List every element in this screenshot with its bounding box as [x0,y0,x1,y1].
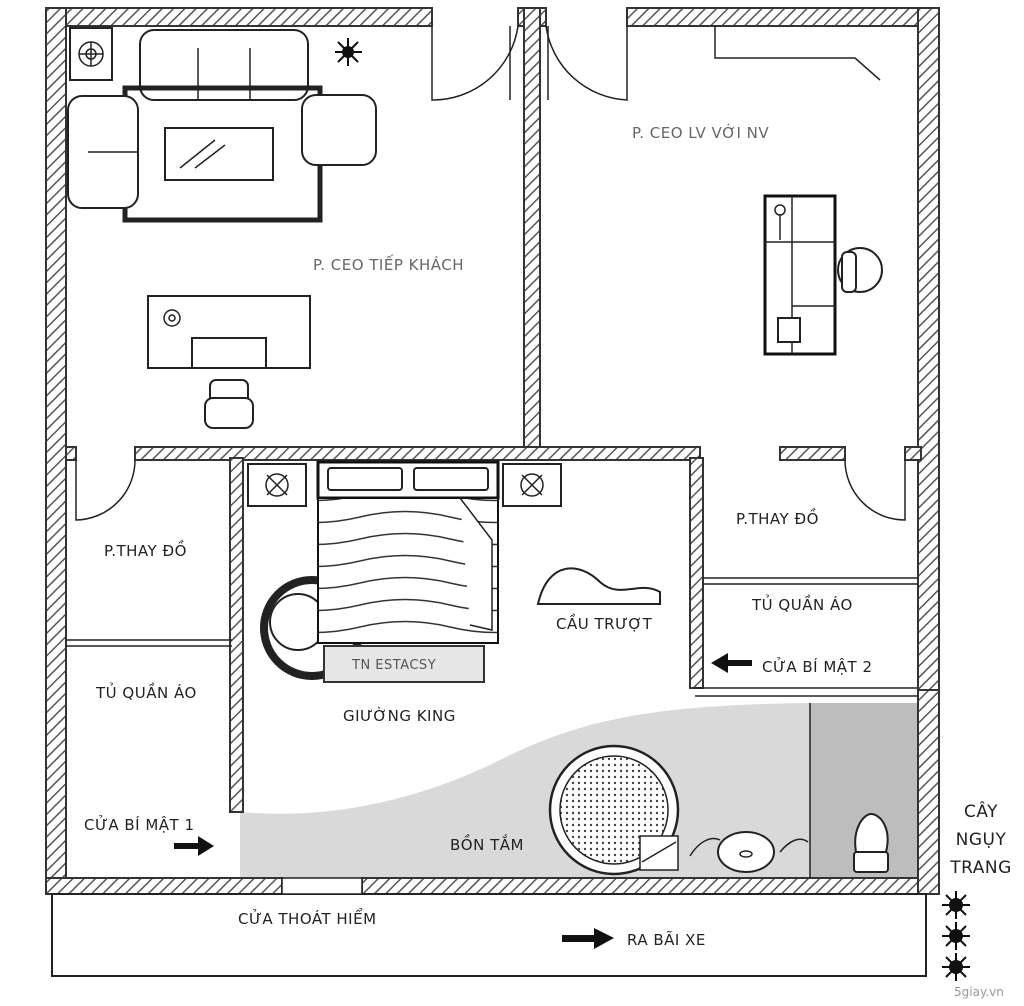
label-wardrobe-right: TỦ QUẦN ÁO [751,593,853,614]
label-tree-line-3: TRANG [949,858,1012,878]
label-tree-line-1: CÂY [964,800,998,822]
doors [75,25,906,521]
toilet-icon [853,812,889,873]
bathtub [548,744,680,876]
arrow-right-icon-parking [562,928,614,949]
partitions [66,577,918,878]
label-wardrobe-left: TỦ QUẦN ÁO [95,681,197,702]
label-secret-door-1: CỬA BÍ MẬT 1 [84,814,195,834]
shower-icon [689,837,809,857]
emergency-door-opening [281,877,363,895]
bed-plate-text: TN ESTACSY [351,658,436,673]
guest-chair-icon [204,379,254,429]
label-tree-line-2: NGỤY [956,830,1007,850]
camouflage-trees [942,891,970,981]
arrow-left-icon-secret-2 [711,653,752,673]
guest-desk [147,295,311,369]
arrow-right-icon-secret-1 [174,836,214,856]
plant-icon [335,38,362,66]
label-dressing-right: P.THAY ĐỒ [736,507,819,528]
label-king-bed: GIƯỜNG KING [343,706,456,725]
label-bathtub: BỒN TẮM [450,833,524,854]
watermark: 5giay.vn [954,985,1004,999]
outer-walls [45,7,940,895]
slide-shape [536,567,661,605]
partition-corner [714,26,881,81]
exit-corridor [51,893,927,977]
label-emergency-exit: CỬA THOÁT HIỂM [238,907,377,928]
king-bed [260,460,500,683]
label-slide: CẦU TRƯỢT [556,612,653,633]
label-ceo-work: P. CEO LV VỚI NV [632,123,769,142]
work-desk [763,194,837,356]
work-chair-icon [837,247,883,293]
sofa-set [67,27,377,223]
label-dressing-left: P.THAY ĐỒ [104,539,187,560]
label-secret-door-2: CỬA BÍ MẬT 2 [762,656,873,676]
bedside-tables [247,463,562,507]
interior-walls [65,7,922,813]
label-to-parking: RA BÃI XE [627,930,706,949]
sink [717,831,775,873]
label-ceo-guest: P. CEO TIẾP KHÁCH [313,253,464,274]
